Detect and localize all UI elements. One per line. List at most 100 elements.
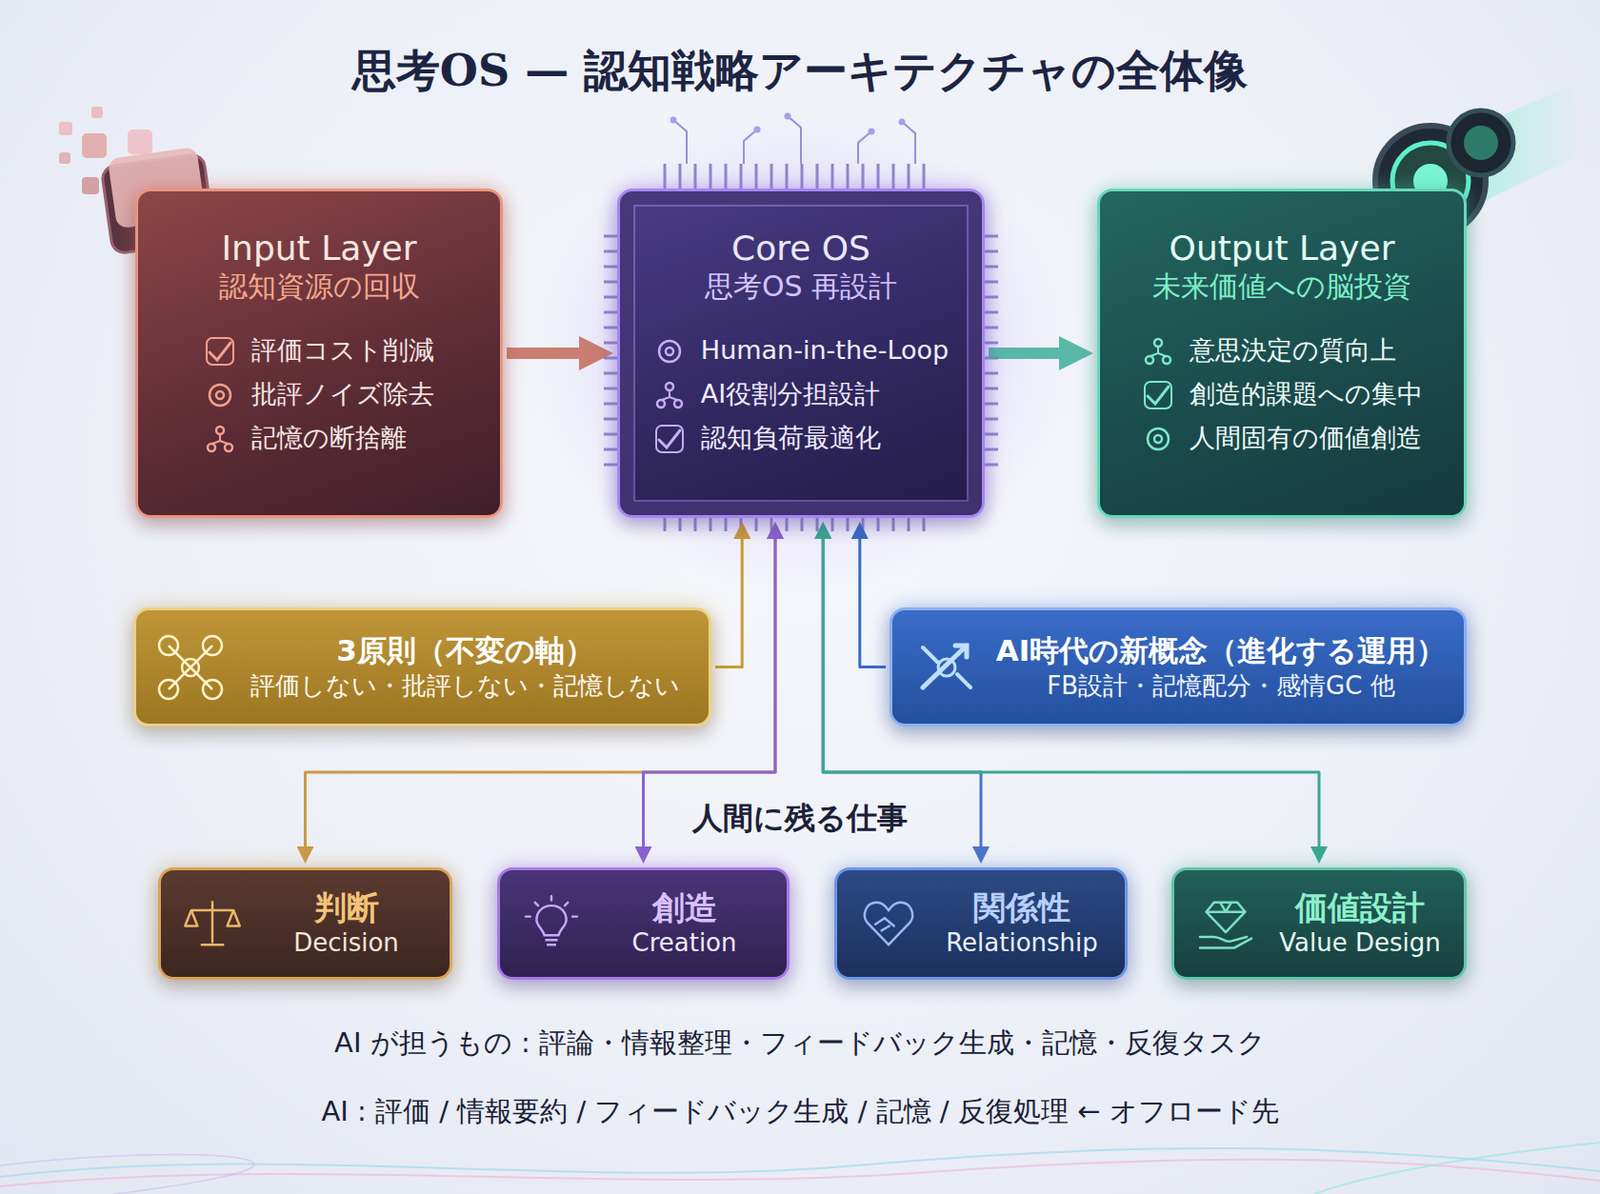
layer-subtitle: 思考OS 再設計 — [704, 268, 898, 305]
pin — [709, 518, 713, 532]
pin — [984, 448, 999, 452]
circuit-dot — [868, 128, 876, 136]
diamond-icon — [1195, 893, 1257, 955]
box-heading: 価値設計 — [1295, 888, 1425, 928]
pin — [816, 518, 820, 532]
pin — [984, 402, 999, 406]
box-subtitle: 評価しない・批評しない・記憶しない — [250, 669, 680, 703]
layer-heading: Output Layer — [1169, 227, 1396, 269]
item-text: 創造的課題への集中 — [1189, 379, 1423, 410]
pin — [603, 418, 618, 421]
pin — [740, 163, 743, 189]
list-item: AI役割分担設計 — [653, 379, 880, 412]
text-column: 判断Decision — [256, 888, 437, 960]
pin — [603, 448, 618, 452]
text-column: 創造Creation — [595, 888, 774, 960]
network-icon — [153, 630, 228, 705]
pin — [663, 163, 667, 189]
bullet-icon — [653, 379, 686, 412]
pin — [800, 518, 804, 532]
layer-box: Input Layer認知資源の回収評価コスト削減批評ノイズ除去記憶の断捨離 — [135, 188, 503, 519]
layer-box: Core OS思考OS 再設計Human-in-the-LoopAI役割分担設計… — [617, 188, 985, 519]
pin — [603, 357, 618, 360]
pin — [877, 163, 880, 189]
bullet-icon — [203, 379, 237, 412]
core-glow — [534, 116, 1068, 593]
pin — [984, 387, 999, 391]
pin — [984, 463, 999, 467]
pin — [603, 311, 618, 315]
pin — [603, 341, 618, 345]
bullet-icon — [203, 335, 237, 368]
item-text: 認知負荷最適化 — [700, 422, 881, 454]
item-list: Human-in-the-LoopAI役割分担設計認知負荷最適化 — [653, 329, 949, 461]
pin — [785, 518, 789, 532]
box-heading: 3原則（不変の軸） — [336, 631, 595, 670]
circuit-dot — [784, 113, 792, 120]
pin — [984, 418, 999, 421]
pin — [846, 518, 850, 532]
bullet-icon — [653, 335, 686, 368]
pin — [709, 163, 713, 189]
note-text: AI : 評価 / 情報要約 / フィードバック生成 / 記憶 / 反復処理 ←… — [320, 1093, 1279, 1132]
pin — [603, 250, 618, 254]
pin — [603, 265, 618, 269]
pin — [694, 163, 698, 189]
role-box: 判断Decision — [158, 867, 453, 980]
role-box: 関係性Relationship — [834, 867, 1128, 980]
layer-heading: Input Layer — [220, 227, 417, 269]
flow-arrow — [506, 347, 590, 360]
pin — [831, 163, 835, 189]
layer-subtitle: 未来価値への脳投資 — [1152, 268, 1412, 305]
pin — [800, 163, 804, 189]
circuit-trace — [673, 120, 687, 164]
arrows-icon — [909, 630, 984, 705]
pin — [984, 433, 999, 437]
flow-arrow — [988, 347, 1070, 360]
bullet-icon — [1141, 335, 1175, 368]
pin — [892, 163, 896, 189]
pin — [603, 296, 618, 300]
item-text: 人間固有の価値創造 — [1189, 422, 1422, 454]
pin — [831, 518, 835, 532]
box-subtitle: Value Design — [1279, 927, 1440, 960]
pin — [984, 372, 999, 376]
heart-icon — [858, 893, 920, 955]
pin — [816, 163, 820, 189]
item-text: 記憶の断捨離 — [251, 422, 407, 454]
circuit-dot — [670, 117, 678, 124]
role-box: 創造Creation — [497, 867, 790, 980]
connector — [860, 534, 886, 668]
box-heading: AI時代の新概念（進化する運用） — [996, 631, 1447, 670]
item-text: 批評ノイズ除去 — [251, 379, 435, 410]
pin — [603, 372, 618, 376]
pin — [922, 163, 926, 189]
item-text: 意思決定の質向上 — [1189, 335, 1397, 366]
pin — [877, 518, 880, 532]
circuit-trace — [858, 131, 872, 164]
pin — [907, 518, 911, 532]
title: 思考OS — 認知戦略アーキテクチャの全体像 — [0, 41, 1600, 101]
circuit-trace — [787, 116, 801, 164]
group-label: 人間に残る仕事 — [692, 798, 908, 840]
concept-box: 3原則（不変の軸）評価しない・批評しない・記憶しない — [133, 607, 712, 727]
text-column: 3原則（不変の軸）評価しない・批評しない・記憶しない — [237, 631, 694, 703]
pin — [603, 387, 618, 391]
box-subtitle: Creation — [631, 927, 737, 960]
pin — [679, 518, 682, 532]
bullet-icon — [203, 422, 237, 456]
box-subtitle: FB設計・記憶配分・感情GC 他 — [1046, 669, 1395, 703]
pin — [984, 250, 999, 254]
list-item: 批評ノイズ除去 — [203, 379, 435, 412]
item-list: 評価コスト削減批評ノイズ除去記憶の断捨離 — [203, 329, 435, 461]
box-subtitle: Decision — [293, 927, 400, 960]
text-column: 関係性Relationship — [932, 888, 1112, 960]
pin — [922, 518, 926, 532]
list-item: 記憶の断捨離 — [203, 422, 407, 456]
box-heading: 創造 — [652, 888, 718, 928]
pin — [679, 163, 682, 189]
circuit-dot — [899, 119, 906, 126]
bullet-icon — [1141, 379, 1175, 412]
